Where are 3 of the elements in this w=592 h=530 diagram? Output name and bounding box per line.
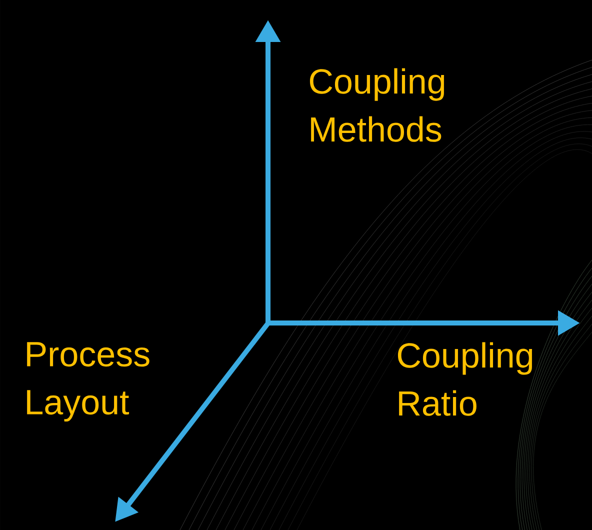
axis-label: Coupling Methods	[310, 68, 444, 142]
axis-label: Coupling Ratio	[398, 342, 532, 416]
axis-label: Process Layout	[27, 342, 150, 422]
